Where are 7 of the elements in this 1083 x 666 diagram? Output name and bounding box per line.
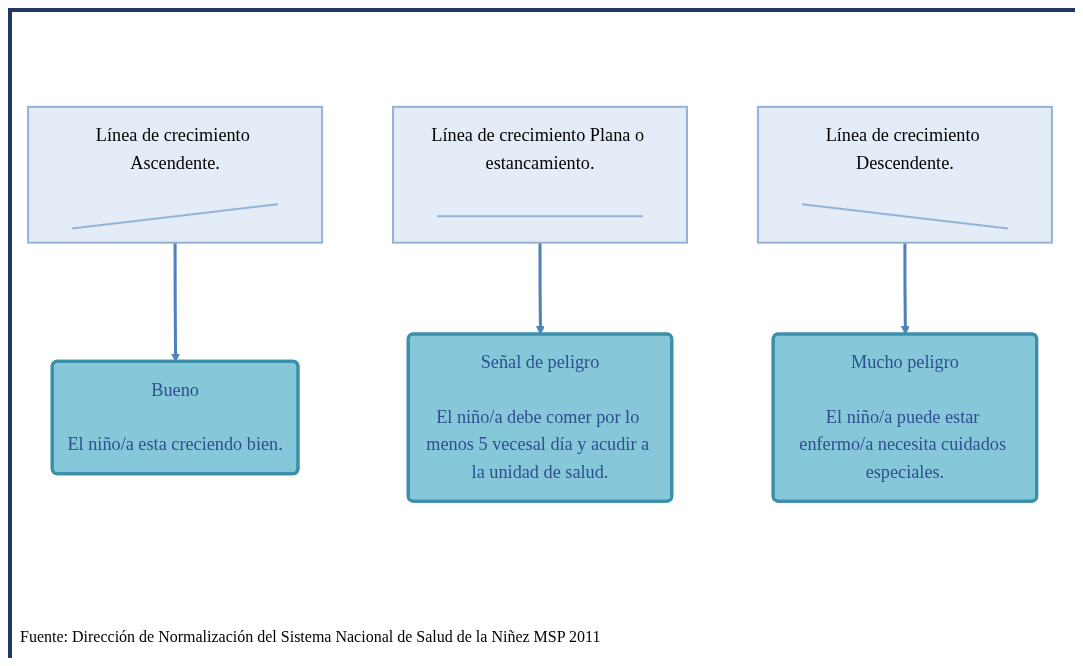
result-box: Señal de peligro El niño/a debe comer por lo menos 5 vecesal día y acudir a la unidad de salud.: [406, 332, 674, 503]
chart-box: Línea de crecimiento Descendente.: [756, 105, 1053, 244]
result-box: Bueno El niño/a esta creciendo bien.: [50, 359, 300, 476]
result-box: Mucho peligro El niño/a puede estar enfermo/a necesita cuidados especiales.: [771, 332, 1039, 503]
chart-box: Línea de crecimiento Ascendente.: [27, 105, 324, 244]
chart-box: Línea de crecimiento Plana o estancamiento.: [392, 105, 688, 244]
source-caption: Fuente: Dirección de Normalización del Sistema Nacional de Salud de la Niñez MSP 2011: [20, 628, 601, 646]
